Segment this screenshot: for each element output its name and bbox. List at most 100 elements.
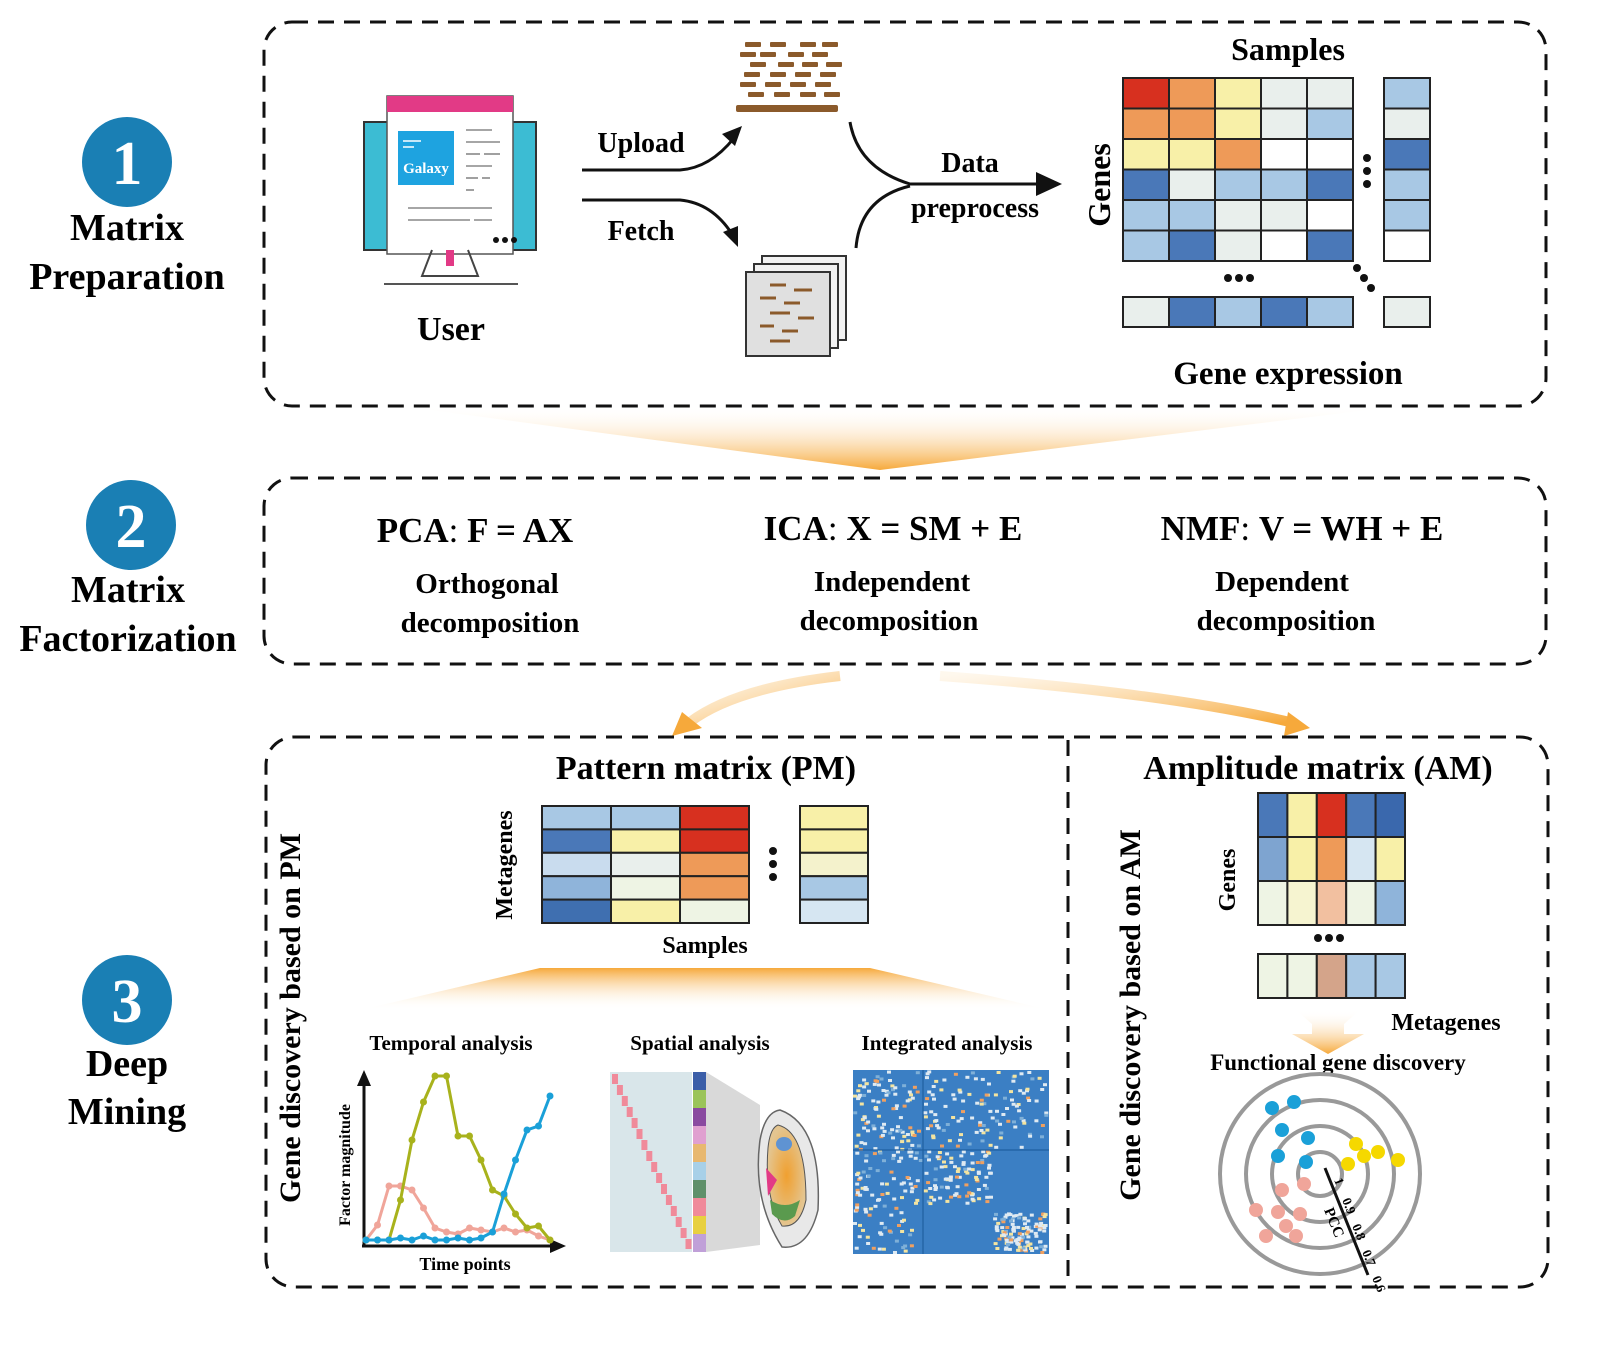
integrated-heat-cell [1012, 1074, 1017, 1078]
spatial-diagonal-cell [626, 1107, 633, 1117]
temporal-series-olive-point [420, 1098, 427, 1106]
step-1-title-line1: Matrix [70, 207, 184, 249]
integrated-heat-cell [891, 1153, 896, 1157]
integrated-heat-cell [945, 1186, 950, 1190]
method-ica-desc1: Independent [814, 566, 971, 598]
integrated-heat-cell [944, 1177, 949, 1181]
integrated-heat-cell [1007, 1247, 1012, 1251]
integrated-heat-cell [941, 1128, 946, 1132]
integrated-heat-cell [854, 1208, 859, 1212]
integrated-heat-cell [965, 1194, 970, 1198]
integrated-heat-cell [1030, 1249, 1035, 1252]
spatial-sidebar-cell [693, 1216, 706, 1234]
integrated-heat-cell [978, 1123, 982, 1127]
integrated-heat-cell [1038, 1224, 1043, 1228]
integrated-heat-cell [1043, 1224, 1048, 1227]
integrated-heat-cell [1007, 1212, 1011, 1216]
temporal-series-olive-point [466, 1132, 473, 1140]
integrated-heat-cell [987, 1151, 992, 1155]
integrated-heat-cell [868, 1207, 873, 1211]
integrated-heat-cell [977, 1197, 982, 1201]
integrated-heat-cell [871, 1246, 876, 1250]
integrated-heat-cell [1035, 1224, 1040, 1228]
data-dash [826, 62, 842, 67]
gene-dot [1265, 1101, 1279, 1115]
integrated-heat-cell [1018, 1089, 1023, 1093]
amplitude-cell [1374, 836, 1406, 882]
pcc-tick-label: 0.8 [1349, 1222, 1369, 1243]
integrated-heat-cell [1009, 1232, 1013, 1236]
integrated-heat-cell [926, 1200, 931, 1204]
step-1-number: 1 [112, 130, 143, 198]
temporal-series-pink-point [512, 1228, 519, 1236]
integrated-heat-cell [891, 1157, 896, 1161]
pcc-tick-label: 1 [1331, 1176, 1347, 1188]
temporal-series-blue-point [420, 1232, 427, 1240]
integrated-heat-cell [1004, 1238, 1009, 1242]
expression-cell [1122, 107, 1170, 140]
integrated-heat-cell [863, 1142, 868, 1146]
expression-cell [1214, 77, 1262, 110]
integrated-heat-cell [913, 1185, 918, 1188]
integrated-heat-cell [987, 1163, 992, 1167]
amplitude-cell [1315, 792, 1348, 838]
data-dash [748, 92, 764, 97]
expression-cell [1260, 107, 1308, 140]
pattern-cell [679, 875, 750, 901]
data-dash [770, 42, 786, 47]
expression-cell [1306, 229, 1354, 262]
integrated-heat-cell [974, 1178, 979, 1181]
integrated-heat-cell [893, 1092, 898, 1096]
integrated-heat-cell [1040, 1135, 1044, 1139]
data-dash [750, 62, 766, 67]
integrated-heat-cell [1042, 1229, 1047, 1233]
integrated-heat-cell [994, 1227, 999, 1231]
integrated-heat-cell [961, 1161, 966, 1165]
temporal-series-blue-point [397, 1234, 404, 1242]
integrated-heat-cell [862, 1085, 867, 1089]
gene-dot [1297, 1177, 1311, 1191]
integrated-heat-cell [880, 1133, 885, 1137]
integrated-heat-cell [896, 1125, 900, 1129]
integrated-heat-cell [917, 1129, 921, 1133]
integrated-heat-cell [976, 1188, 981, 1191]
integrated-heat-cell [910, 1130, 915, 1134]
integrated-heat-cell [883, 1226, 888, 1230]
integrated-heat-cell [884, 1093, 889, 1097]
integrated-heat-cell [1013, 1125, 1018, 1129]
integrated-heat-cell [957, 1088, 962, 1092]
integrated-heat-cell [882, 1122, 886, 1126]
spatial-sidebar-cell [693, 1072, 706, 1090]
integrated-heat-cell [984, 1093, 989, 1097]
expression-col-cell [1383, 107, 1431, 140]
integrated-heat-cell [953, 1072, 958, 1076]
integrated-heat-cell [975, 1101, 980, 1105]
integrated-heat-cell [875, 1075, 880, 1079]
integrated-heat-cell [925, 1127, 930, 1131]
integrated-heat-cell [955, 1185, 960, 1189]
integrated-heat-cell [863, 1187, 868, 1191]
integrated-heat-cell [970, 1071, 975, 1075]
integrated-heat-cell [867, 1089, 871, 1093]
spatial-diagonal-cell [670, 1206, 677, 1216]
integrated-heat-cell [1025, 1087, 1030, 1091]
pattern-cell [610, 851, 681, 878]
integrated-heat-cell [975, 1161, 980, 1164]
integrated-heat-cell [995, 1109, 999, 1113]
integrated-heat-cell [1023, 1222, 1027, 1226]
expression-cell [1306, 168, 1354, 201]
am-metagenes-label: Metagenes [1391, 1010, 1500, 1036]
integrated-heat-cell [888, 1131, 893, 1135]
integrated-heat-cell [927, 1070, 932, 1074]
integrated-heat-cell [969, 1192, 974, 1196]
integrated-heat-cell [912, 1134, 917, 1137]
integrated-heat-cell [909, 1093, 913, 1097]
panel-matrix-preparation [262, 20, 1548, 408]
expression-col-cell [1383, 229, 1431, 262]
integrated-heat-cell [952, 1097, 957, 1101]
integrated-heat-cell [1004, 1213, 1009, 1217]
temporal-series-olive-point [512, 1210, 519, 1218]
integrated-heat-cell [932, 1198, 937, 1202]
pattern-col-cell [799, 875, 869, 901]
integrated-heat-cell [882, 1129, 887, 1133]
